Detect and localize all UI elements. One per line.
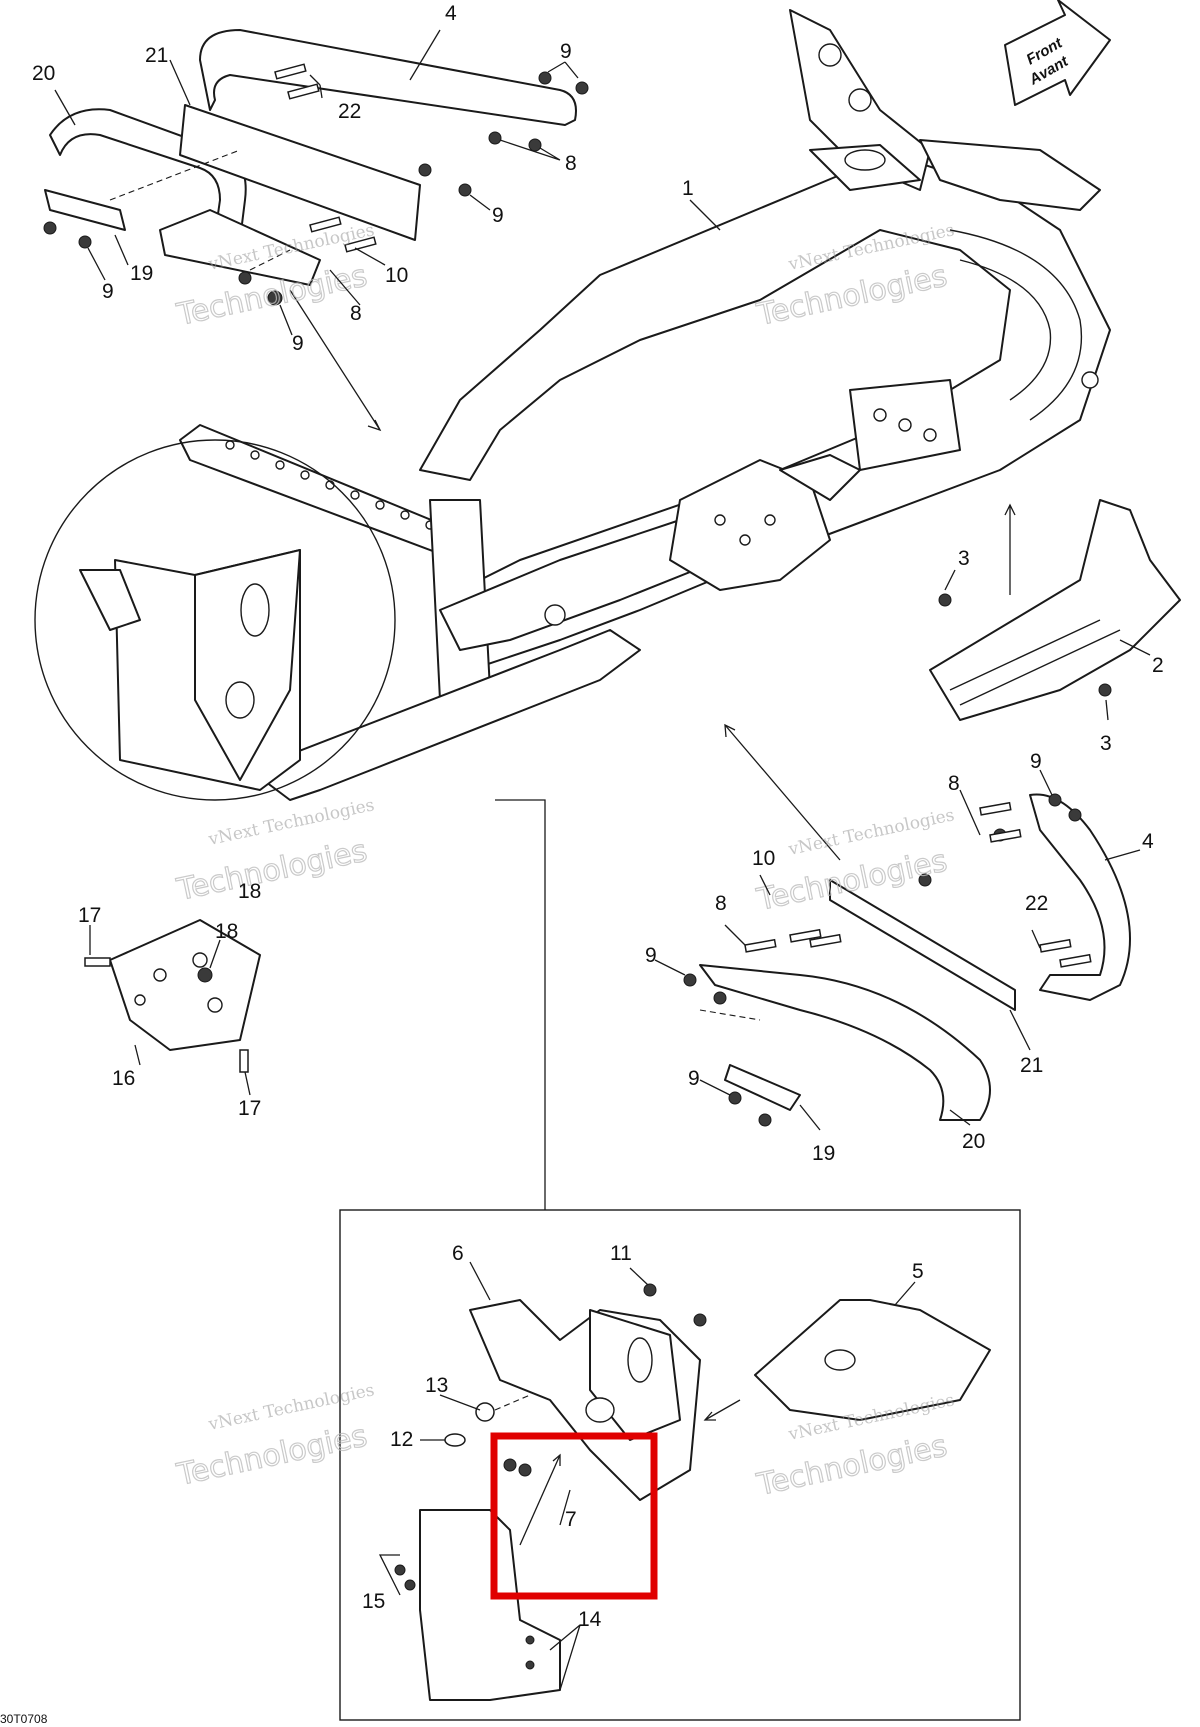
callout-8: 8 <box>565 152 577 175</box>
callout-14: 14 <box>578 1608 602 1631</box>
callout-3: 3 <box>1100 732 1112 755</box>
callout-8: 8 <box>715 892 727 915</box>
watermark-text: Technologies <box>173 834 370 909</box>
leader-lines <box>54 29 1151 1691</box>
callout-22: 22 <box>338 100 361 123</box>
callout-20: 20 <box>32 62 55 85</box>
callout-10: 10 <box>385 264 408 287</box>
callout-4: 4 <box>445 2 457 25</box>
callout-9: 9 <box>1030 750 1042 773</box>
callout-9: 9 <box>560 40 572 63</box>
callout-22: 22 <box>1025 892 1048 915</box>
callout-1: 1 <box>682 177 694 200</box>
callout-19: 19 <box>130 262 153 285</box>
main-frame <box>179 9 1111 861</box>
callout-18: 18 <box>215 920 238 943</box>
callout-12: 12 <box>390 1428 413 1451</box>
front-direction-badge: Front Avant <box>1004 0 1111 106</box>
callout-13: 13 <box>425 1374 448 1397</box>
callout-4: 4 <box>1142 830 1154 853</box>
callout-9: 9 <box>492 204 504 227</box>
callout-21: 21 <box>145 44 168 67</box>
callout-21: 21 <box>1020 1054 1043 1077</box>
bracket-16 <box>109 919 261 1051</box>
callout-20: 20 <box>962 1130 985 1153</box>
callout-2: 2 <box>1152 654 1164 677</box>
callout-10: 10 <box>752 847 775 870</box>
callout-18: 18 <box>238 880 261 903</box>
document-id: 30T0708 <box>0 1712 48 1726</box>
callout-3: 3 <box>958 547 970 570</box>
callout-9: 9 <box>102 280 114 303</box>
callout-6: 6 <box>452 1242 464 1265</box>
upper-left-bumper-group <box>44 29 577 286</box>
fasteners <box>43 63 1112 1670</box>
callout-17: 17 <box>78 904 101 927</box>
callout-9: 9 <box>292 332 304 355</box>
lower-right-bumper-group <box>699 793 1131 1121</box>
callout-16: 16 <box>112 1067 135 1090</box>
callout-8: 8 <box>948 772 960 795</box>
callout-8: 8 <box>350 302 362 325</box>
cross-member-holes <box>225 440 435 530</box>
callout-11: 11 <box>610 1242 632 1265</box>
callout-15: 15 <box>362 1590 385 1613</box>
skid-plate-2 <box>929 499 1181 721</box>
callout-9: 9 <box>688 1067 700 1090</box>
callout-9: 9 <box>645 944 657 967</box>
watermark-text: Technologies <box>753 1429 950 1504</box>
highlight-box <box>490 1432 658 1600</box>
front-bracket-detail-circle <box>34 439 396 801</box>
detail-inset-box <box>339 799 1021 1721</box>
callout-7: 7 <box>565 1508 577 1531</box>
callout-5: 5 <box>912 1260 924 1283</box>
callout-17: 17 <box>238 1097 261 1120</box>
callout-19: 19 <box>812 1142 835 1165</box>
callout-labels: 4 21 20 9 22 8 9 19 9 10 8 9 1 3 2 3 9 8… <box>32 2 1164 1631</box>
